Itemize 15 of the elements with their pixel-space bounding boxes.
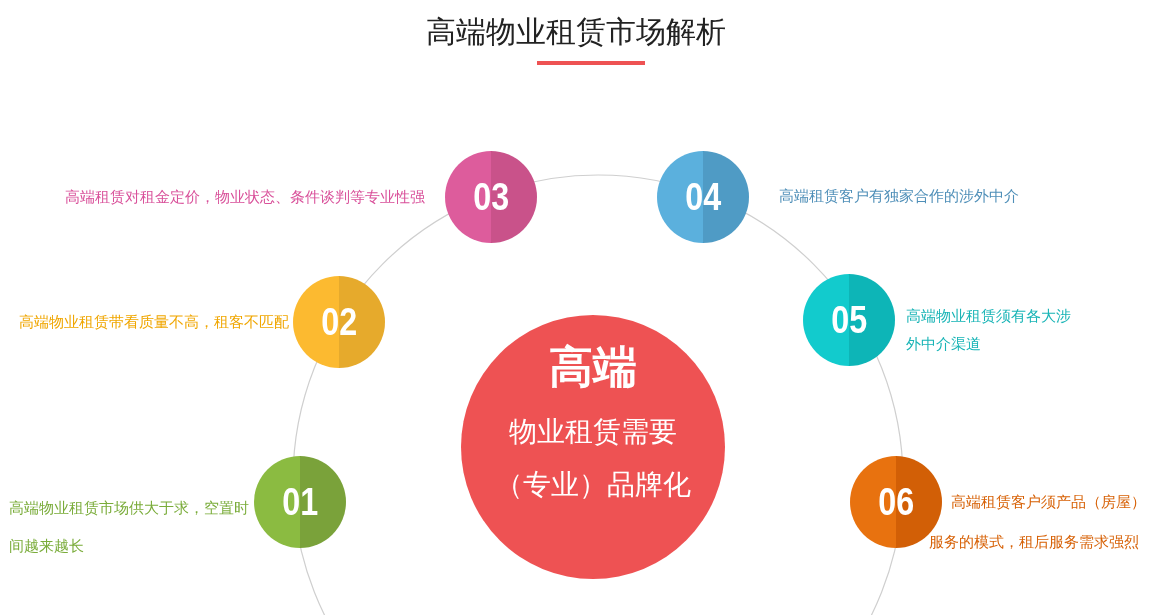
center-text: 物业租赁需要（专业）品牌化 bbox=[494, 414, 692, 503]
step-number: 02 bbox=[321, 300, 357, 344]
step-number: 05 bbox=[831, 298, 867, 342]
description-text: 高端物业租赁市场供大于求，空置时间越来越长 bbox=[9, 498, 250, 557]
step-number: 04 bbox=[685, 175, 721, 219]
description-text: 高端物业租赁带看质量不高，租客不匹配 bbox=[19, 312, 289, 333]
description-text: 高端物业租赁须有各大涉外中介渠道 bbox=[906, 306, 1072, 355]
step-number: 03 bbox=[473, 175, 509, 219]
step-number: 01 bbox=[282, 480, 318, 524]
description-text: 高端租赁客户有独家合作的涉外中介 bbox=[779, 186, 1020, 207]
step-number: 06 bbox=[878, 480, 914, 524]
center-heading: 高端 bbox=[549, 340, 637, 394]
description-text: 高端租赁对租金定价，物业状态、条件谈判等专业性强 bbox=[65, 187, 425, 208]
title: 高端物业租赁市场解析 bbox=[426, 14, 726, 49]
description-text: 高端租赁客户须产品（房屋）服务的模式，租后服务需求强烈 bbox=[929, 492, 1147, 553]
